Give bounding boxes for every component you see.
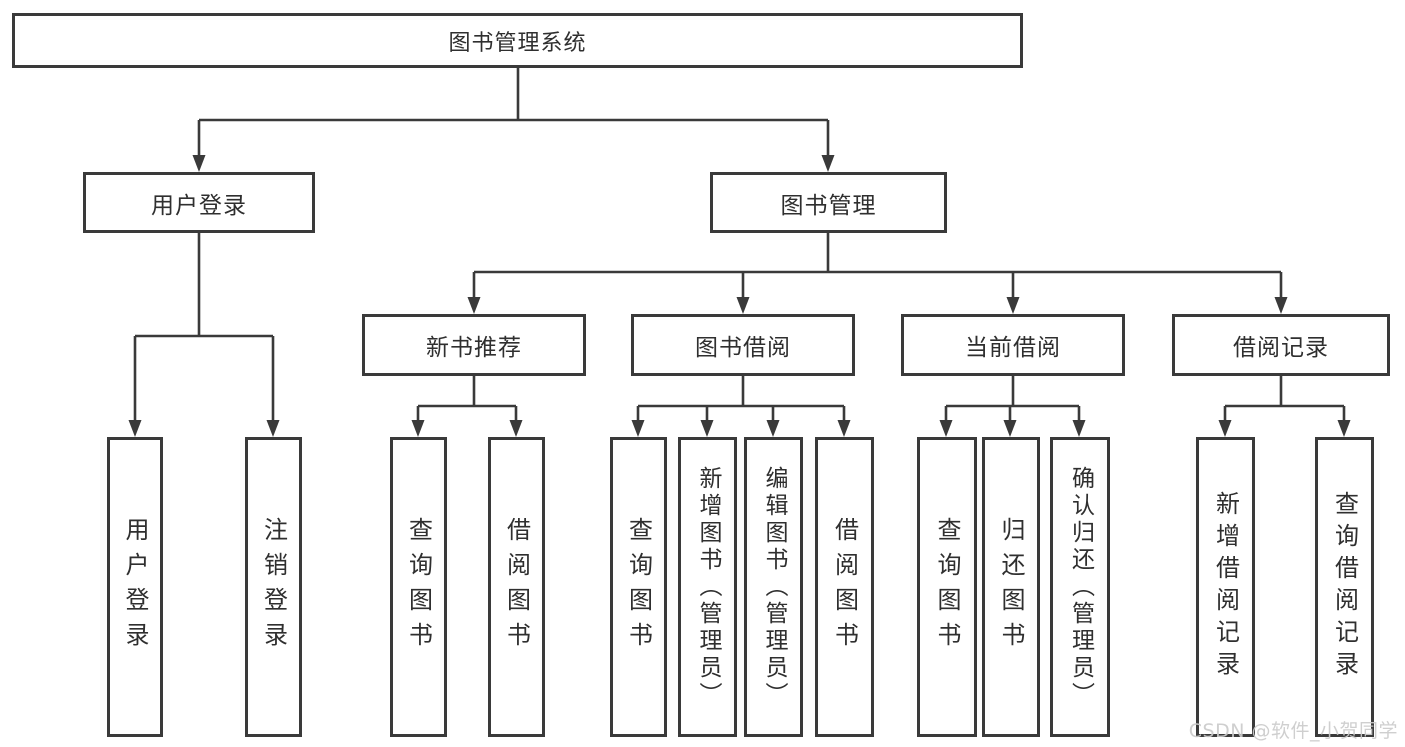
edge-new-book-recommend-to-leaves (416, 376, 518, 422)
arrowhead-borrow-query-books (631, 420, 645, 437)
arrowhead-edit-books (766, 420, 780, 437)
edge-root-to-level2 (197, 68, 830, 158)
arrowhead-book-borrow (736, 297, 750, 314)
edge-current-borrow-to-leaves (944, 376, 1081, 422)
node-user-login-label: 用户登录 (151, 192, 247, 219)
node-current-borrow-label: 当前借阅 (965, 335, 1061, 361)
arrowhead-current-query-books (939, 420, 953, 437)
leaf-logout-login: 注销登录 (245, 437, 302, 737)
arrowhead-user-login (192, 155, 206, 172)
edge-book-management-to-level3 (472, 233, 1283, 299)
leaf-query-borrow-record: 查询借阅记录 (1315, 437, 1374, 737)
edge-borrow-records-to-leaves (1223, 376, 1346, 422)
leaf-edit-books-admin-label: 编辑图书（管理员） (761, 465, 787, 709)
node-root-system: 图书管理系统 (12, 13, 1023, 68)
leaf-rec-query-books: 查询图书 (390, 437, 447, 737)
leaf-add-books-admin: 新增图书（管理员） (678, 437, 737, 737)
leaf-add-books-admin-label: 新增图书（管理员） (695, 465, 721, 709)
arrowhead-confirm-return (1072, 420, 1086, 437)
leaf-logout-login-label: 注销登录 (259, 517, 288, 657)
arrowhead-query-borrow-record (1337, 420, 1351, 437)
leaf-confirm-return-admin: 确认归还（管理员） (1050, 437, 1110, 737)
leaf-borrow-query-books-label: 查询图书 (624, 517, 653, 657)
leaf-user-login: 用户登录 (107, 437, 163, 737)
node-borrow-records: 借阅记录 (1172, 314, 1390, 376)
arrowhead-leaf-user-login (128, 420, 142, 437)
arrowhead-current-borrow (1006, 297, 1020, 314)
leaf-rec-query-books-label: 查询图书 (404, 517, 433, 657)
leaf-confirm-return-admin-label: 确认归还（管理员） (1067, 465, 1094, 709)
node-book-management: 图书管理 (710, 172, 947, 233)
node-borrow-records-label: 借阅记录 (1233, 335, 1329, 361)
leaf-rec-borrow-books: 借阅图书 (488, 437, 545, 737)
arrowhead-borrow-records (1274, 297, 1288, 314)
arrowhead-rec-query-books (411, 420, 425, 437)
arrowhead-new-book-recommend (467, 297, 481, 314)
leaf-rec-borrow-books-label: 借阅图书 (502, 517, 531, 657)
leaf-borrow-books-label: 借阅图书 (830, 517, 859, 657)
arrowhead-return-books (1003, 420, 1017, 437)
node-book-borrow: 图书借阅 (631, 314, 855, 376)
leaf-query-borrow-record-label: 查询借阅记录 (1330, 491, 1359, 683)
leaf-borrow-query-books: 查询图书 (610, 437, 667, 737)
node-current-borrow: 当前借阅 (901, 314, 1125, 376)
node-new-book-recommend: 新书推荐 (362, 314, 586, 376)
leaf-add-borrow-record: 新增借阅记录 (1196, 437, 1255, 737)
arrowhead-borrow-books (837, 420, 851, 437)
leaf-user-login-label: 用户登录 (121, 517, 149, 657)
arrowhead-book-management (821, 155, 835, 172)
leaf-return-books: 归还图书 (982, 437, 1040, 737)
leaf-borrow-books: 借阅图书 (815, 437, 874, 737)
node-new-book-recommend-label: 新书推荐 (426, 335, 522, 361)
leaf-current-query-books-label: 查询图书 (933, 517, 961, 657)
leaf-edit-books-admin: 编辑图书（管理员） (744, 437, 803, 737)
arrowhead-add-borrow-record (1218, 420, 1232, 437)
node-book-management-label: 图书管理 (780, 192, 877, 219)
leaf-current-query-books: 查询图书 (917, 437, 977, 737)
node-book-borrow-label: 图书借阅 (695, 335, 791, 361)
arrowhead-add-books (700, 420, 714, 437)
node-user-login: 用户登录 (83, 172, 315, 233)
csdn-watermark: CSDN @软件_小贺同学 (1188, 720, 1398, 742)
arrowhead-leaf-logout (266, 420, 280, 437)
arrowhead-rec-borrow-books (509, 420, 523, 437)
edge-book-borrow-to-leaves (636, 376, 846, 422)
edge-user-login-to-leaves (133, 233, 275, 422)
leaf-return-books-label: 归还图书 (997, 517, 1025, 657)
leaf-add-borrow-record-label: 新增借阅记录 (1211, 491, 1240, 683)
node-root-label: 图书管理系统 (448, 30, 587, 56)
